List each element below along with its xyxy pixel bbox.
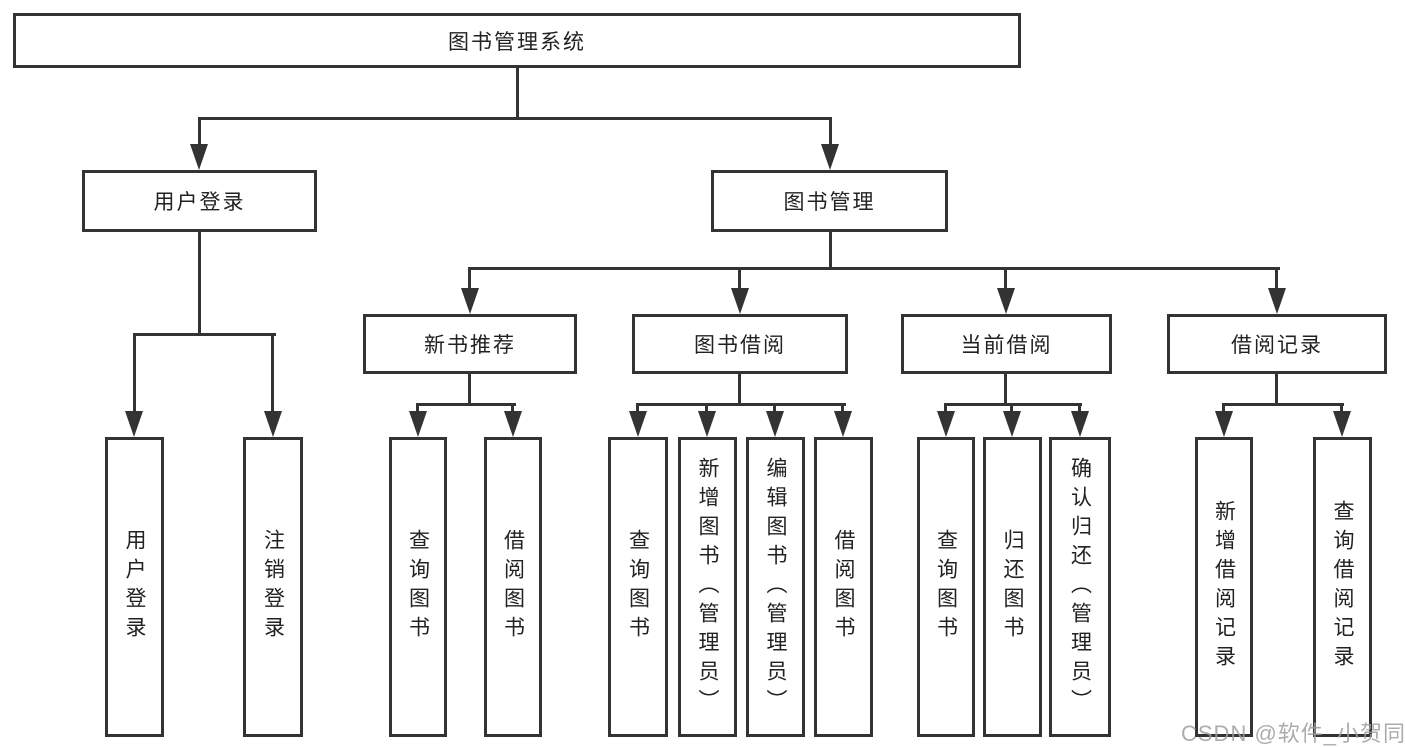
connector-user-login-hline — [133, 333, 276, 336]
node-library-management-system: 图书管理系统 — [13, 13, 1021, 68]
leaf-bb-borrow-books: 借阅图书 — [814, 437, 873, 737]
arrowhead-cb-query — [937, 411, 955, 437]
connector-records-stem — [1275, 373, 1278, 405]
arrowhead-leaf-user-login — [125, 411, 143, 437]
connector-records-hline — [1222, 403, 1344, 406]
connector-records-arm-2 — [1340, 403, 1343, 415]
connector-borrowing-hline — [636, 403, 846, 406]
leaf-label: 借阅图书 — [501, 529, 525, 645]
leaf-bb-edit-books-admin: 编辑图书（管理员） — [746, 437, 805, 737]
leaf-bb-query-books: 查询图书 — [608, 437, 668, 737]
arrowhead-br-query — [1333, 411, 1351, 437]
leaf-cb-confirm-return-admin: 确认归还（管理员） — [1049, 437, 1111, 737]
node-label: 当前借阅 — [960, 334, 1053, 357]
node-label: 新书推荐 — [424, 334, 516, 357]
connector-borrowing-arm-2 — [705, 403, 708, 415]
connector-current-arm-3 — [1078, 403, 1081, 415]
node-book-borrowing: 图书借阅 — [632, 314, 848, 374]
leaf-label: 借阅图书 — [832, 529, 855, 645]
connector-user-login-arm-2 — [271, 333, 274, 413]
arrowhead-new-book-recommend — [461, 288, 479, 314]
node-label: 借阅记录 — [1231, 334, 1323, 357]
connector-new-book-arm-1 — [416, 403, 419, 415]
arrowhead-bb-edit — [766, 411, 784, 437]
connector-current-hline — [944, 403, 1082, 406]
connector-new-book-arm-2 — [511, 403, 514, 415]
arrowhead-nb-borrow — [504, 411, 522, 437]
leaf-bb-add-books-admin: 新增图书（管理员） — [678, 437, 737, 737]
node-user-login: 用户登录 — [82, 170, 317, 232]
connector-book-mgmt-stem — [829, 231, 832, 269]
leaf-br-add-record: 新增借阅记录 — [1195, 437, 1253, 737]
connector-arm-new-book — [468, 267, 471, 291]
node-label: 图书管理 — [783, 191, 876, 214]
leaf-nb-query-books: 查询图书 — [389, 437, 447, 737]
node-new-book-recommend: 新书推荐 — [363, 314, 577, 374]
connector-current-arm-2 — [1010, 403, 1013, 415]
connector-borrowing-arm-1 — [636, 403, 639, 415]
connector-root-arm-right — [829, 117, 832, 147]
connector-borrowing-stem — [738, 373, 741, 405]
node-label: 用户登录 — [153, 191, 246, 214]
connector-current-stem — [1004, 373, 1007, 405]
leaf-label: 用户登录 — [123, 529, 146, 645]
arrowhead-current-borrowing — [997, 288, 1015, 314]
connector-borrowing-arm-3 — [773, 403, 776, 415]
connector-borrowing-arm-4 — [841, 403, 844, 415]
connector-records-arm-1 — [1222, 403, 1225, 415]
arrowhead-borrowing-records — [1268, 288, 1286, 314]
leaf-cb-return-books: 归还图书 — [983, 437, 1042, 737]
leaf-label: 归还图书 — [1001, 529, 1024, 645]
leaf-label: 查询图书 — [406, 529, 430, 645]
arrowhead-book-management — [821, 144, 839, 170]
node-current-borrowing: 当前借阅 — [901, 314, 1112, 374]
leaf-nb-borrow-books: 借阅图书 — [484, 437, 542, 737]
connector-new-book-hline — [416, 403, 516, 406]
leaf-label: 注销登录 — [261, 529, 285, 645]
arrowhead-br-add — [1215, 411, 1233, 437]
connector-current-arm-1 — [944, 403, 947, 415]
connector-user-login-arm-1 — [133, 333, 136, 413]
leaf-label: 查询图书 — [626, 529, 650, 645]
connector-root-hline — [198, 117, 832, 120]
node-label: 图书借阅 — [694, 334, 786, 357]
node-label: 图书管理系统 — [448, 30, 586, 54]
connector-arm-records — [1275, 267, 1278, 291]
connector-root-arm-left — [198, 117, 201, 147]
connector-root-stem — [516, 67, 519, 119]
leaf-label: 确认归还（管理员） — [1068, 456, 1092, 718]
node-borrowing-records: 借阅记录 — [1167, 314, 1387, 374]
connector-arm-current — [1004, 267, 1007, 291]
leaf-br-query-record: 查询借阅记录 — [1313, 437, 1372, 737]
connector-new-book-stem — [468, 373, 471, 405]
arrowhead-bb-query — [629, 411, 647, 437]
connector-arm-borrowing — [738, 267, 741, 291]
leaf-label: 编辑图书（管理员） — [764, 456, 787, 718]
arrowhead-book-borrowing — [731, 288, 749, 314]
connector-user-login-stem — [198, 231, 201, 335]
arrowhead-leaf-logout — [264, 411, 282, 437]
arrowhead-user-login — [190, 144, 208, 170]
arrowhead-cb-confirm — [1071, 411, 1089, 437]
leaf-label: 查询借阅记录 — [1331, 500, 1354, 674]
node-book-management: 图书管理 — [711, 170, 948, 232]
leaf-label: 新增图书（管理员） — [696, 456, 719, 718]
connector-book-mgmt-hline — [468, 267, 1280, 270]
leaf-label: 新增借阅记录 — [1212, 500, 1236, 674]
leaf-logout: 注销登录 — [243, 437, 303, 737]
csdn-watermark: CSDN @软件_小贺同学 — [1181, 721, 1405, 746]
leaf-cb-query-books: 查询图书 — [917, 437, 975, 737]
leaf-user-login: 用户登录 — [105, 437, 164, 737]
arrowhead-nb-query — [409, 411, 427, 437]
leaf-label: 查询图书 — [934, 529, 958, 645]
arrowhead-bb-borrow — [834, 411, 852, 437]
arrowhead-cb-return — [1003, 411, 1021, 437]
arrowhead-bb-add — [698, 411, 716, 437]
